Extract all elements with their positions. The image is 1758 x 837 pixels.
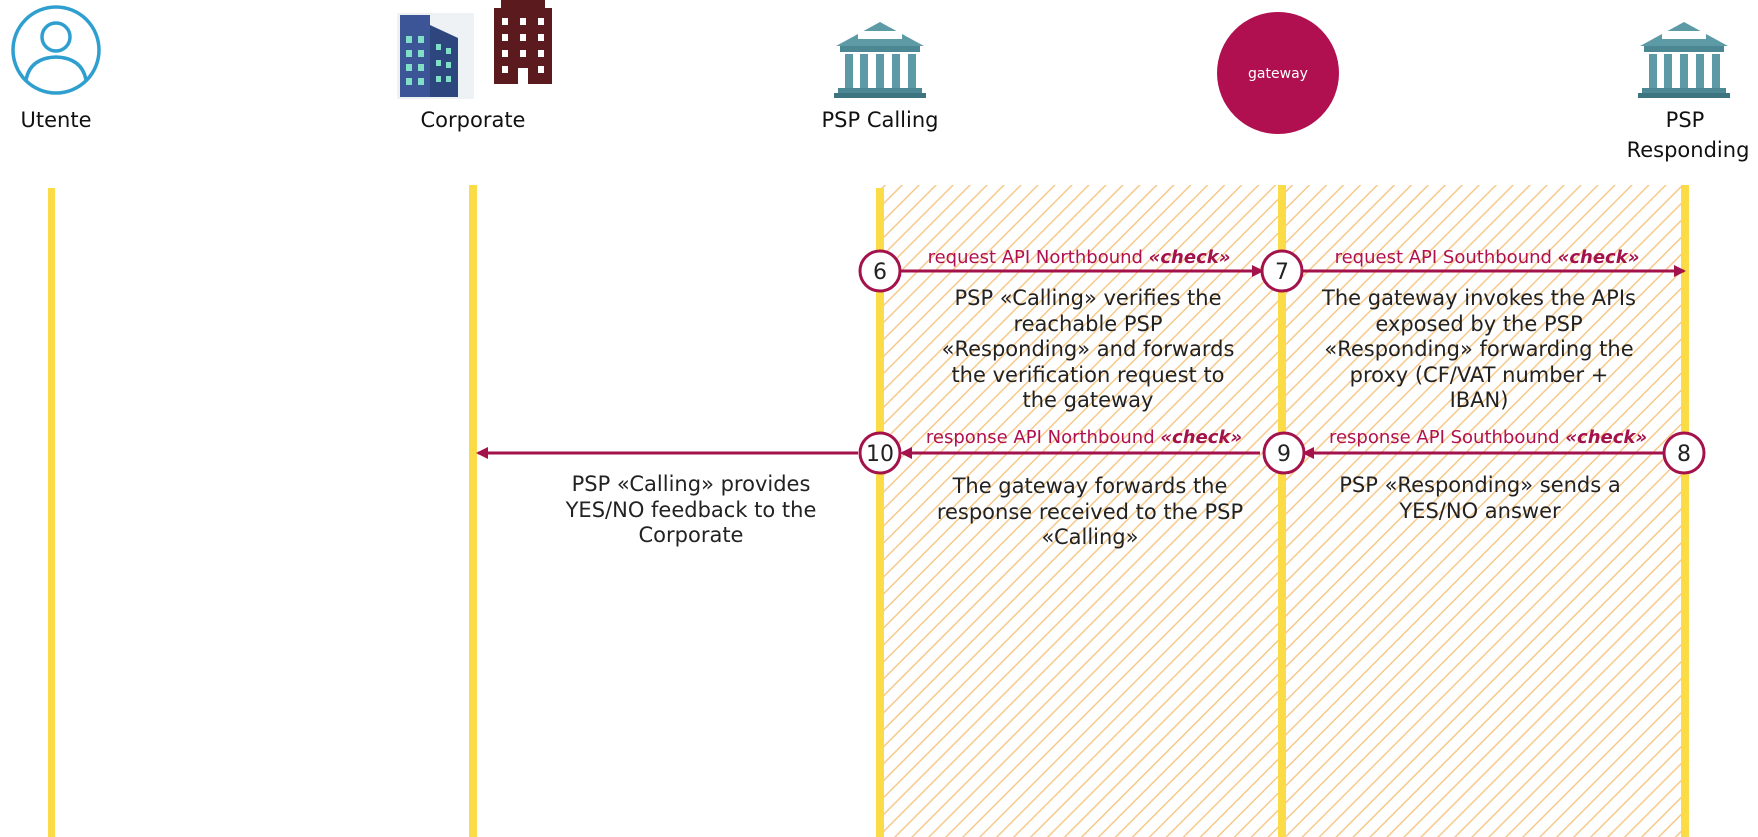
svg-text:YES/NO answer: YES/NO answer [1398, 499, 1561, 523]
message-label-step-7: request API Southbound «check» [1335, 247, 1640, 268]
svg-text:PSP «Calling» provides: PSP «Calling» provides [572, 472, 811, 496]
svg-text:exposed by the PSP: exposed by the PSP [1375, 312, 1582, 336]
actor-label-corporate: Corporate [421, 108, 526, 132]
svg-text:response received to the PSP: response received to the PSP [937, 500, 1243, 524]
svg-text:«Calling»: «Calling» [1041, 525, 1138, 549]
actor-label-utente: Utente [21, 108, 92, 132]
lifeline-psp-responding [1681, 185, 1689, 837]
svg-text:the gateway: the gateway [1023, 388, 1154, 412]
description-step-8: PSP «Responding» sends a YES/NO answer [1339, 473, 1621, 523]
svg-text:YES/NO feedback to the: YES/NO feedback to the [565, 498, 817, 522]
step-badge-9: 9 [1262, 431, 1306, 475]
lifeline-corporate [469, 185, 477, 837]
svg-text:PSP «Calling» verifies the: PSP «Calling» verifies the [954, 286, 1221, 310]
gateway-node [1217, 12, 1339, 134]
svg-text:reachable PSP: reachable PSP [1013, 312, 1162, 336]
description-step-6: PSP «Calling» verifies the reachable PSP… [942, 286, 1235, 412]
svg-text:the verification request to: the verification request to [951, 363, 1224, 387]
step-badge-8: 8 [1662, 431, 1706, 475]
lifeline-gateway [1278, 185, 1286, 837]
svg-text:The gateway forwards the: The gateway forwards the [952, 474, 1228, 498]
svg-text:7: 7 [1275, 260, 1289, 285]
actor-label-psp-responding-line1: PSP [1666, 108, 1705, 132]
lifeline-psp-calling [876, 188, 884, 837]
message-label-step-6: request API Northbound «check» [928, 247, 1231, 268]
svg-text:9: 9 [1277, 442, 1291, 467]
bank-icon [834, 22, 926, 98]
svg-text:«Responding» forwarding the: «Responding» forwarding the [1324, 337, 1633, 361]
description-step-10: PSP «Calling» provides YES/NO feedback t… [565, 472, 817, 547]
step-badge-7: 7 [1260, 249, 1304, 293]
message-label-step-9: response API Northbound «check» [926, 427, 1242, 448]
svg-text:proxy (CF/VAT number +: proxy (CF/VAT number + [1350, 363, 1609, 387]
description-step-7: The gateway invokes the APIs exposed by … [1321, 286, 1636, 412]
actor-label-psp-responding-line2: Responding [1627, 138, 1750, 162]
svg-text:IBAN): IBAN) [1450, 388, 1509, 412]
step-badge-6: 6 [858, 249, 902, 293]
message-label-step-8: response API Southbound «check» [1329, 427, 1647, 448]
svg-text:8: 8 [1677, 442, 1691, 467]
description-step-9: The gateway forwards the response receiv… [937, 474, 1243, 549]
svg-text:The gateway invokes the APIs: The gateway invokes the APIs [1321, 286, 1636, 310]
lifeline-utente [48, 188, 55, 837]
step-badge-10: 10 [858, 431, 902, 475]
gateway-label: gateway [1248, 66, 1308, 82]
svg-text:PSP «Responding» sends a: PSP «Responding» sends a [1339, 473, 1621, 497]
svg-text:6: 6 [873, 260, 887, 285]
svg-text:10: 10 [866, 442, 894, 467]
svg-text:«Responding» and forwards: «Responding» and forwards [942, 337, 1235, 361]
bank-icon [1638, 22, 1730, 98]
svg-text:Corporate: Corporate [639, 523, 744, 547]
user-icon [11, 5, 101, 95]
office-buildings-icon [397, 0, 552, 99]
actor-label-psp-calling: PSP Calling [821, 108, 938, 132]
